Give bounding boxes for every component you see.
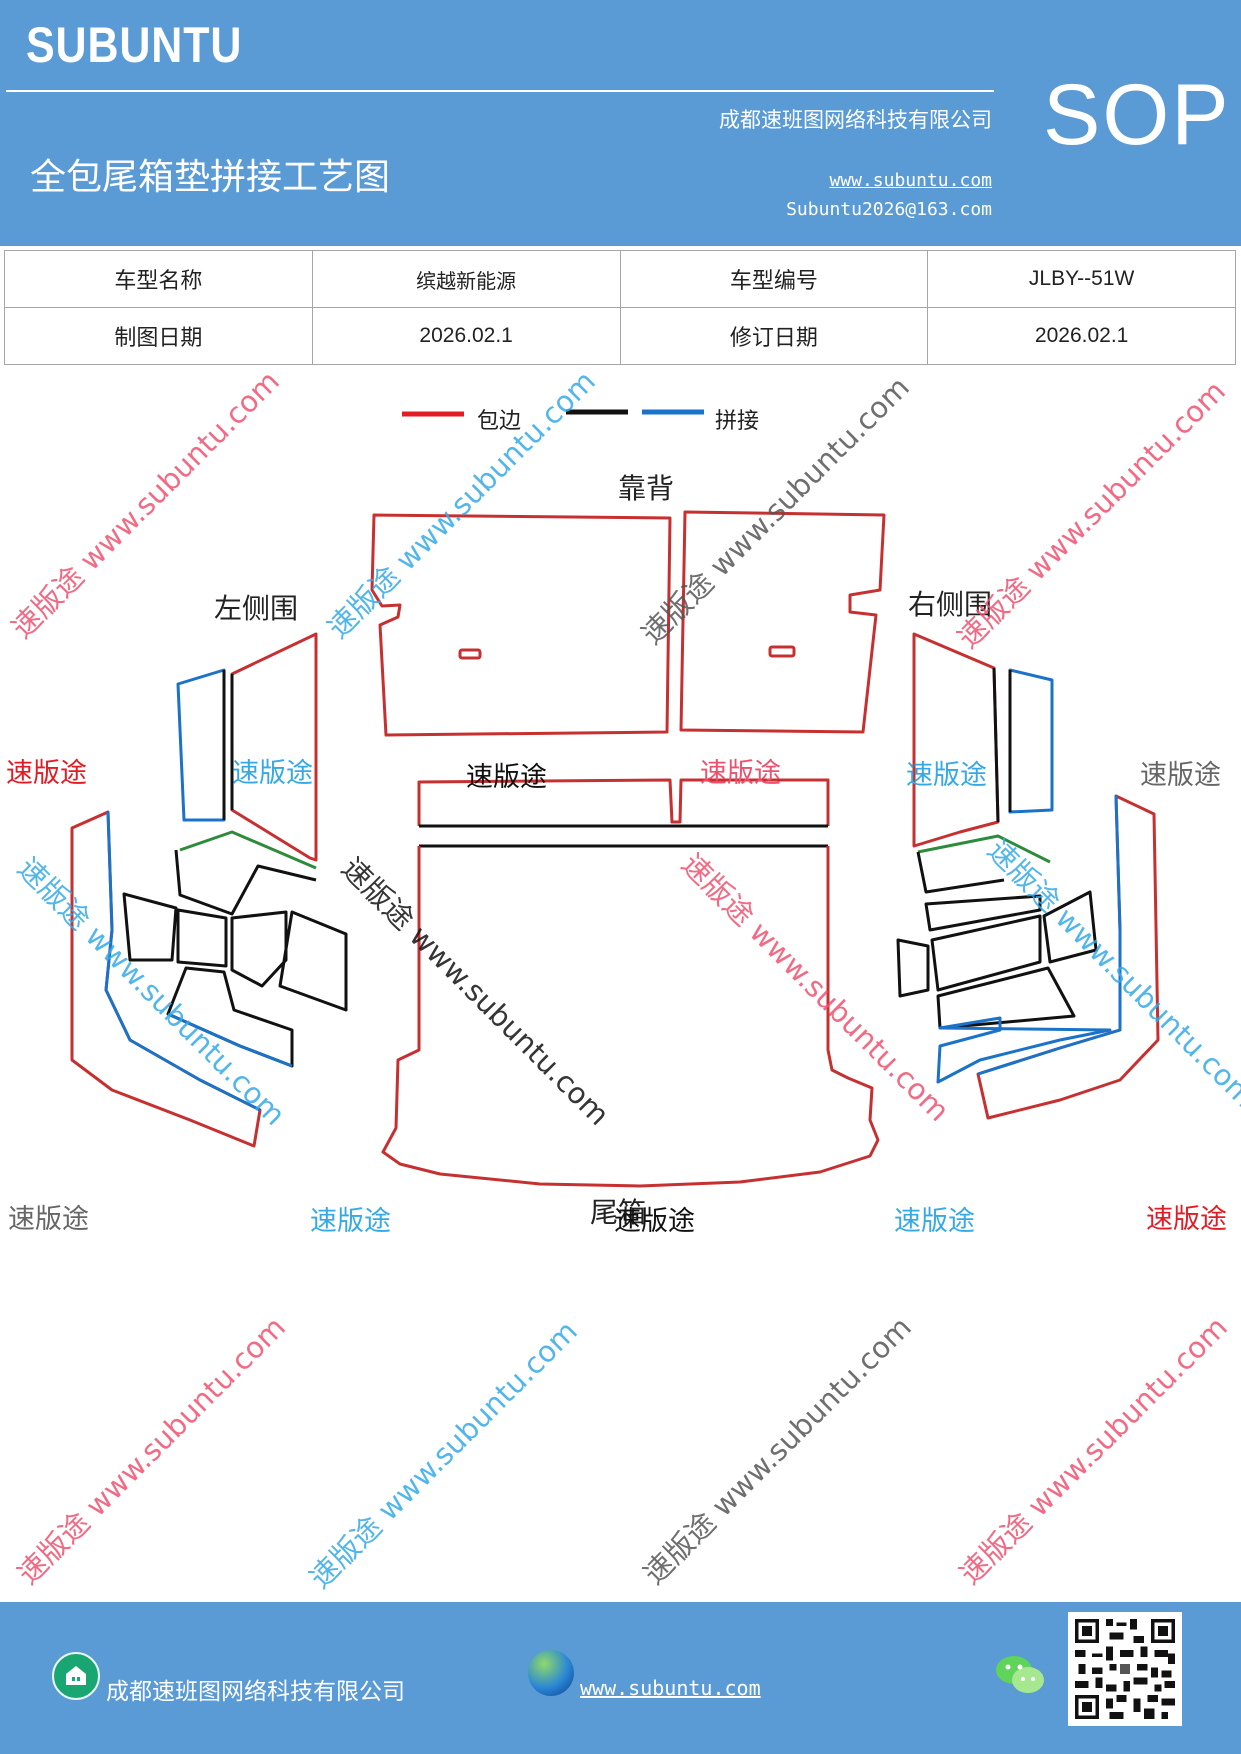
watermark-short-6: 速版途 xyxy=(1140,760,1221,791)
label-right-side: 右侧围 xyxy=(908,588,992,621)
watermark-short-group: 速版途 速版途 速版途 速版途 速版途 速版途 速版途 速版途 速版途 速版途 … xyxy=(6,758,1227,1237)
watermark-long-9: 速版途 www.subuntu.com xyxy=(11,1310,292,1591)
right-side-upper-b xyxy=(1008,668,1054,814)
legend: 包边 拼接 xyxy=(402,409,759,434)
left-side-middle xyxy=(174,849,317,916)
document-title: 全包尾箱垫拼接工艺图 xyxy=(30,157,391,198)
left-side-piece-5-splice xyxy=(167,1012,293,1068)
left-side-piece-1 xyxy=(122,892,178,962)
right-side-piece-3 xyxy=(930,914,1042,992)
watermark-long-2: 速版途 www.subuntu.com xyxy=(321,364,602,645)
footer-website-link[interactable]: www.subuntu.com xyxy=(580,1676,761,1700)
splice-diagram: 包边 拼接 靠背 左侧围 右侧围 尾箱 xyxy=(5,364,1241,1595)
backrest-panels xyxy=(370,510,886,737)
left-side-piece-2 xyxy=(176,908,228,968)
info-table: 车型名称 缤越新能源 车型编号 JLBY--51W 制图日期 2026.02.1… xyxy=(4,250,1236,365)
left-side-lower-splice xyxy=(104,811,261,1112)
backrest-left-slot xyxy=(458,648,482,660)
draw-date-label: 制图日期 xyxy=(4,307,313,365)
model-name-label: 车型名称 xyxy=(4,250,313,308)
legend-edge-label: 包边 xyxy=(477,409,521,434)
model-code-value: JLBY--51W xyxy=(927,250,1236,308)
right-side-piece-5 xyxy=(936,966,1076,1030)
label-left-side: 左侧围 xyxy=(214,592,298,625)
strip-top-edge xyxy=(417,778,830,826)
left-side-piece-3 xyxy=(230,910,288,988)
watermark-long-5: 速版途 www.subuntu.com xyxy=(11,851,292,1132)
model-name-value: 缤越新能源 xyxy=(311,250,621,308)
right-side-piece-2 xyxy=(896,938,930,998)
sop-label: SOP xyxy=(1043,67,1231,163)
revise-date-label: 修订日期 xyxy=(619,307,929,365)
home-icon xyxy=(52,1652,100,1700)
label-backrest: 靠背 xyxy=(618,472,674,505)
watermark-long-11: 速版途 www.subuntu.com xyxy=(637,1310,918,1591)
watermark-short-1: 速版途 xyxy=(6,758,87,789)
watermark-short-3: 速版途 xyxy=(466,762,547,793)
watermark-short-8: 速版途 xyxy=(310,1206,391,1237)
wechat-icon[interactable] xyxy=(994,1652,1048,1698)
draw-date-value: 2026.02.1 xyxy=(311,307,621,365)
right-side-upper-a xyxy=(912,632,1000,848)
qr-code xyxy=(1068,1612,1182,1726)
watermark-short-10: 速版途 xyxy=(894,1206,975,1237)
revise-date-value: 2026.02.1 xyxy=(927,307,1236,365)
home-icon-glyph xyxy=(66,1666,86,1685)
info-row-1: 车型名称 缤越新能源 车型编号 JLBY--51W xyxy=(4,250,1236,308)
footer-company-name: 成都速班图网络科技有限公司 xyxy=(106,1679,405,1705)
watermark-long-6: 速版途 www.subuntu.com xyxy=(335,851,616,1132)
backrest-left-panel xyxy=(370,513,672,737)
right-side-piece-1 xyxy=(924,894,1042,932)
label-trunk: 尾箱 xyxy=(590,1196,646,1229)
right-side-piece-4 xyxy=(1042,890,1098,964)
header-banner: SUBUNTU 成都速班图网络科技有限公司 全包尾箱垫拼接工艺图 www.sub… xyxy=(0,0,1241,246)
globe-icon xyxy=(528,1650,574,1696)
watermark-long-10: 速版途 www.subuntu.com xyxy=(303,1314,584,1595)
watermark-short-9: 速版途 xyxy=(614,1206,695,1237)
right-side-lower-splice xyxy=(977,795,1122,1076)
right-side-piece-6 xyxy=(936,1016,1112,1084)
legend-splice-label: 拼接 xyxy=(715,409,759,434)
watermark-short-7: 速版途 xyxy=(8,1204,89,1235)
backrest-right-panel xyxy=(679,510,886,734)
watermark-long-8: 速版途 www.subuntu.com xyxy=(981,833,1241,1114)
header-divider xyxy=(6,90,994,92)
email-address[interactable]: Subuntu2026@163.com xyxy=(786,199,992,220)
watermark-short-11: 速版途 xyxy=(1146,1204,1227,1235)
left-side-panels xyxy=(70,632,348,1148)
watermark-short-2: 速版途 xyxy=(232,758,313,789)
watermark-short-4: 速版途 xyxy=(700,758,781,789)
model-code-label: 车型编号 xyxy=(619,250,929,308)
website-link[interactable]: www.subuntu.com xyxy=(829,170,992,191)
middle-strips xyxy=(417,778,830,848)
right-side-middle xyxy=(916,851,1005,894)
info-row-2: 制图日期 2026.02.1 修订日期 2026.02.1 xyxy=(4,307,1236,365)
left-side-upper-b xyxy=(230,632,318,862)
left-side-piece-4 xyxy=(278,910,348,1012)
watermark-long-12: 速版途 www.subuntu.com xyxy=(953,1310,1234,1591)
right-side-panels xyxy=(896,632,1160,1120)
brand-logo: SUBUNTU xyxy=(26,17,243,73)
watermark-short-5: 速版途 xyxy=(906,760,987,791)
watermark-long-4: 速版途 www.subuntu.com xyxy=(951,374,1232,655)
left-side-green-seam xyxy=(179,830,317,870)
right-side-upper-a-splice xyxy=(992,667,1000,823)
backrest-right-slot xyxy=(768,645,796,658)
left-side-upper-a xyxy=(176,668,226,822)
trunk-floor-panel xyxy=(381,846,880,1188)
company-name: 成都速班图网络科技有限公司 xyxy=(719,108,992,132)
right-side-green-seam xyxy=(917,834,1051,864)
watermark-long-7: 速版途 www.subuntu.com xyxy=(675,847,956,1128)
